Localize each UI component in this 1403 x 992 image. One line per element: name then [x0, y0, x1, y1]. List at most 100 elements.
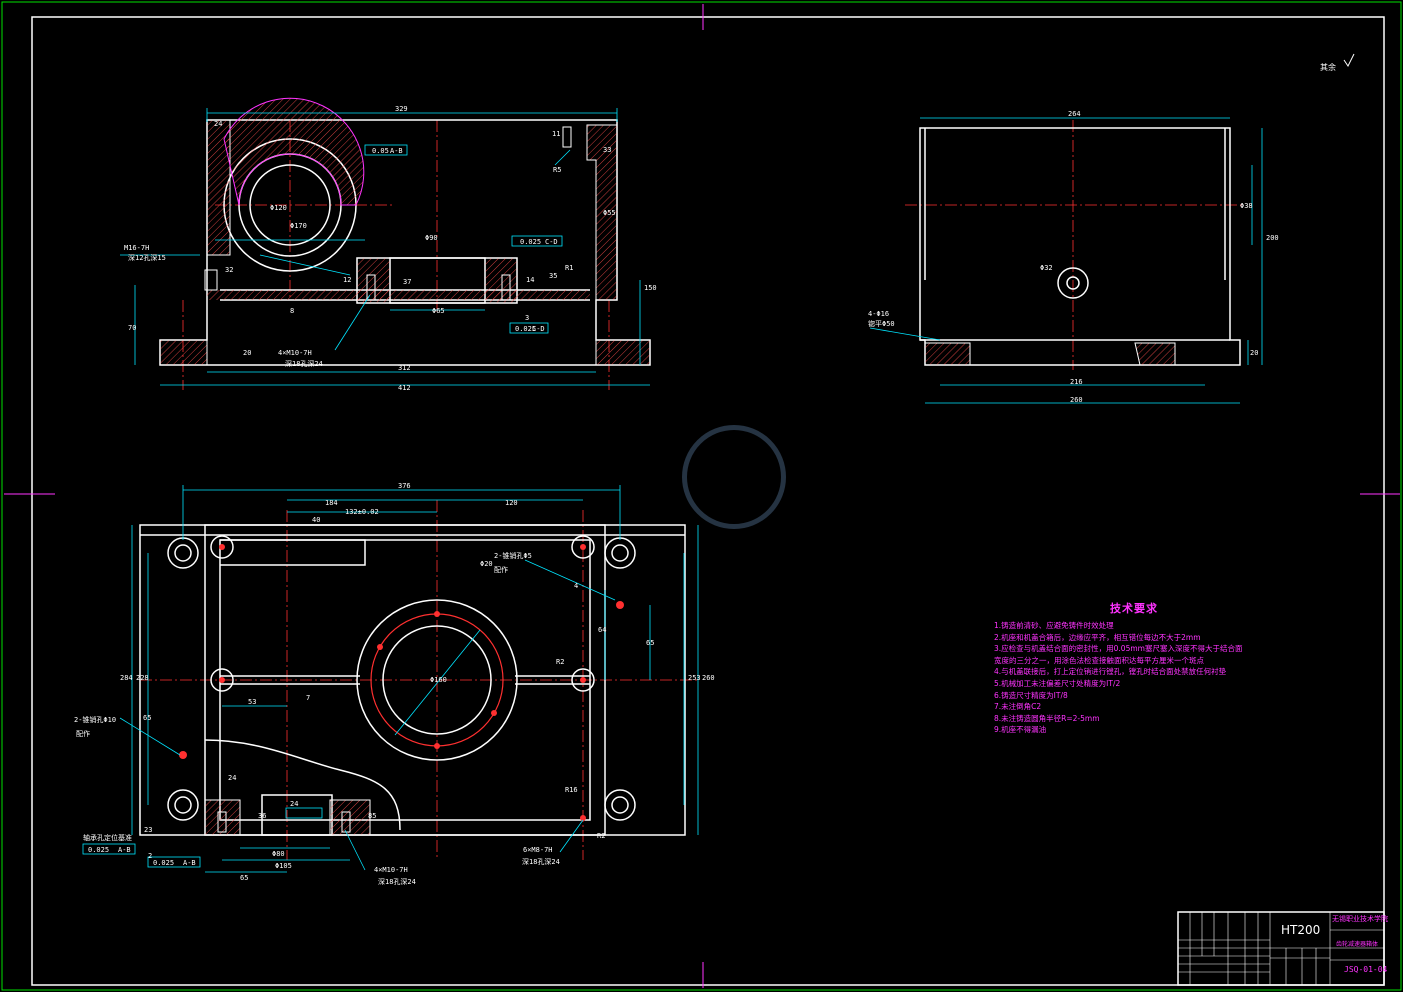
svg-text:65: 65	[143, 714, 151, 722]
svg-text:深18孔深24: 深18孔深24	[378, 877, 416, 886]
svg-text:20: 20	[243, 349, 251, 357]
svg-text:Φ20: Φ20	[480, 560, 493, 568]
svg-text:200: 200	[1266, 234, 1279, 242]
svg-text:6×M8-7H: 6×M8-7H	[523, 846, 553, 854]
svg-text:R5: R5	[553, 166, 561, 174]
technical-requirements: 技术要求 1.铸造前清砂、应避免铸件时效处理 2.机座和机盖合箱后，边缘应平齐，…	[994, 600, 1274, 736]
svg-text:228: 228	[136, 674, 149, 682]
svg-text:深12孔深15: 深12孔深15	[128, 253, 166, 262]
svg-text:253: 253	[688, 674, 701, 682]
tech-req-item: 宽度的三分之一，用涂色法检查接触面积达每平方厘米一个斑点	[994, 655, 1204, 665]
svg-text:120: 120	[505, 499, 518, 507]
svg-text:20: 20	[1250, 349, 1258, 357]
svg-text:0.025: 0.025	[515, 325, 536, 333]
svg-text:A-B: A-B	[183, 859, 196, 867]
svg-text:4×M10-7H: 4×M10-7H	[374, 866, 408, 874]
svg-text:0.025: 0.025	[520, 238, 541, 246]
svg-text:85: 85	[368, 812, 376, 820]
svg-text:Φ65: Φ65	[432, 307, 445, 315]
tech-req-item: 9.机座不得漏油	[994, 725, 1047, 735]
svg-text:14: 14	[526, 276, 534, 284]
svg-text:65: 65	[646, 639, 654, 647]
corner-roughness-mark: 其余	[1320, 53, 1355, 72]
svg-text:184: 184	[325, 499, 338, 507]
svg-text:12: 12	[343, 276, 351, 284]
svg-text:深18孔深24: 深18孔深24	[522, 857, 560, 866]
tech-req-item: 8.未注铸造圆角半径R=2-5mm	[994, 713, 1100, 723]
svg-text:其余: 其余	[1320, 62, 1336, 72]
part-name: 齿轮减速器箱体	[1336, 940, 1378, 948]
svg-text:A-B: A-B	[390, 147, 403, 155]
svg-text:150: 150	[644, 284, 657, 292]
svg-text:23: 23	[144, 826, 152, 834]
tech-req-item: 6.铸造尺寸精度为IT/8	[994, 690, 1068, 700]
tech-req-item: 1.铸造前清砂、应避免铸件时效处理	[994, 621, 1114, 630]
svg-text:3: 3	[525, 314, 529, 322]
svg-text:Φ170: Φ170	[290, 222, 307, 230]
center-marks	[4, 4, 1400, 988]
svg-text:24: 24	[228, 774, 236, 782]
inner-border	[31, 16, 1385, 986]
svg-text:35: 35	[549, 272, 557, 280]
svg-text:R2: R2	[597, 832, 605, 840]
svg-text:40: 40	[312, 516, 320, 524]
svg-text:R2: R2	[556, 658, 564, 666]
svg-text:轴承孔定位基准: 轴承孔定位基准	[83, 833, 132, 842]
svg-text:4-Φ16: 4-Φ16	[868, 310, 889, 318]
svg-text:Φ38: Φ38	[1240, 202, 1253, 210]
svg-text:配作: 配作	[494, 565, 508, 574]
svg-text:R16: R16	[565, 786, 578, 794]
svg-text:24: 24	[214, 120, 222, 128]
svg-text:0.05: 0.05	[372, 147, 389, 155]
svg-text:Φ160: Φ160	[430, 676, 447, 684]
svg-text:2: 2	[148, 852, 152, 860]
school-name: 无锡职业技术学院	[1332, 914, 1388, 923]
svg-text:C-D: C-D	[545, 238, 558, 246]
svg-text:11: 11	[552, 130, 560, 138]
tech-req-item: 2.机座和机盖合箱后，边缘应平齐，相互错位每边不大于2mm	[994, 632, 1201, 642]
svg-text:53: 53	[248, 698, 256, 706]
tech-req-item: 3.应检查与机盖结合面的密封性，用0.05mm塞尺塞入深度不得大于结合面	[994, 644, 1243, 654]
svg-text:Φ120: Φ120	[270, 204, 287, 212]
svg-text:配作: 配作	[76, 729, 90, 738]
front-view: 24 329 11 33 R5 Φ120 Φ170 Φ55 M16-7H 深12…	[120, 97, 657, 392]
svg-text:312: 312	[398, 364, 411, 372]
svg-text:64: 64	[598, 626, 606, 634]
svg-text:412: 412	[398, 384, 411, 392]
tech-req-item: 4.与机盖联接后，打上定位销进行镗孔，镗孔时结合面处禁放任何衬垫	[994, 667, 1227, 677]
side-view: 264 Φ38 Φ32 200 4-Φ16 锪平Φ50 20 216 260	[868, 110, 1279, 404]
svg-text:37: 37	[403, 278, 411, 286]
svg-text:Φ105: Φ105	[275, 862, 292, 870]
svg-text:284: 284	[120, 674, 133, 682]
svg-text:0.025: 0.025	[153, 859, 174, 867]
svg-text:M16-7H: M16-7H	[124, 244, 149, 252]
title-block: HT200 无锡职业技术学院 齿轮减速器箱体 JSQ-01-04	[1177, 911, 1388, 986]
top-view: 376 184 120 132±0.02 40 2-锥销孔Φ5 配作 4 64 …	[74, 482, 715, 886]
svg-text:深18孔深24: 深18孔深24	[285, 359, 323, 368]
svg-text:Φ55: Φ55	[603, 209, 616, 217]
svg-text:70: 70	[128, 324, 136, 332]
svg-text:Φ32: Φ32	[1040, 264, 1053, 272]
tech-req-item: 5.机械加工未注偏差尺寸处精度为IT/2	[994, 678, 1121, 688]
svg-text:24: 24	[290, 800, 298, 808]
svg-text:260: 260	[1070, 396, 1083, 404]
svg-text:2-锥销孔Φ10: 2-锥销孔Φ10	[74, 715, 116, 724]
svg-text:33: 33	[603, 146, 611, 154]
material-label: HT200	[1281, 923, 1320, 937]
svg-text:2-锥销孔Φ5: 2-锥销孔Φ5	[494, 551, 532, 560]
svg-text:264: 264	[1068, 110, 1081, 118]
svg-text:0.025: 0.025	[88, 846, 109, 854]
svg-text:36: 36	[258, 812, 266, 820]
svg-text:Φ90: Φ90	[425, 234, 438, 242]
svg-text:R1: R1	[565, 264, 573, 272]
svg-text:132±0.02: 132±0.02	[345, 508, 379, 516]
svg-text:锪平Φ50: 锪平Φ50	[868, 319, 895, 328]
svg-text:8: 8	[290, 307, 294, 315]
svg-text:4×M10-7H: 4×M10-7H	[278, 349, 312, 357]
tech-req-title: 技术要求	[1110, 602, 1158, 615]
svg-text:329: 329	[395, 105, 408, 113]
svg-text:260: 260	[702, 674, 715, 682]
svg-text:7: 7	[306, 694, 310, 702]
